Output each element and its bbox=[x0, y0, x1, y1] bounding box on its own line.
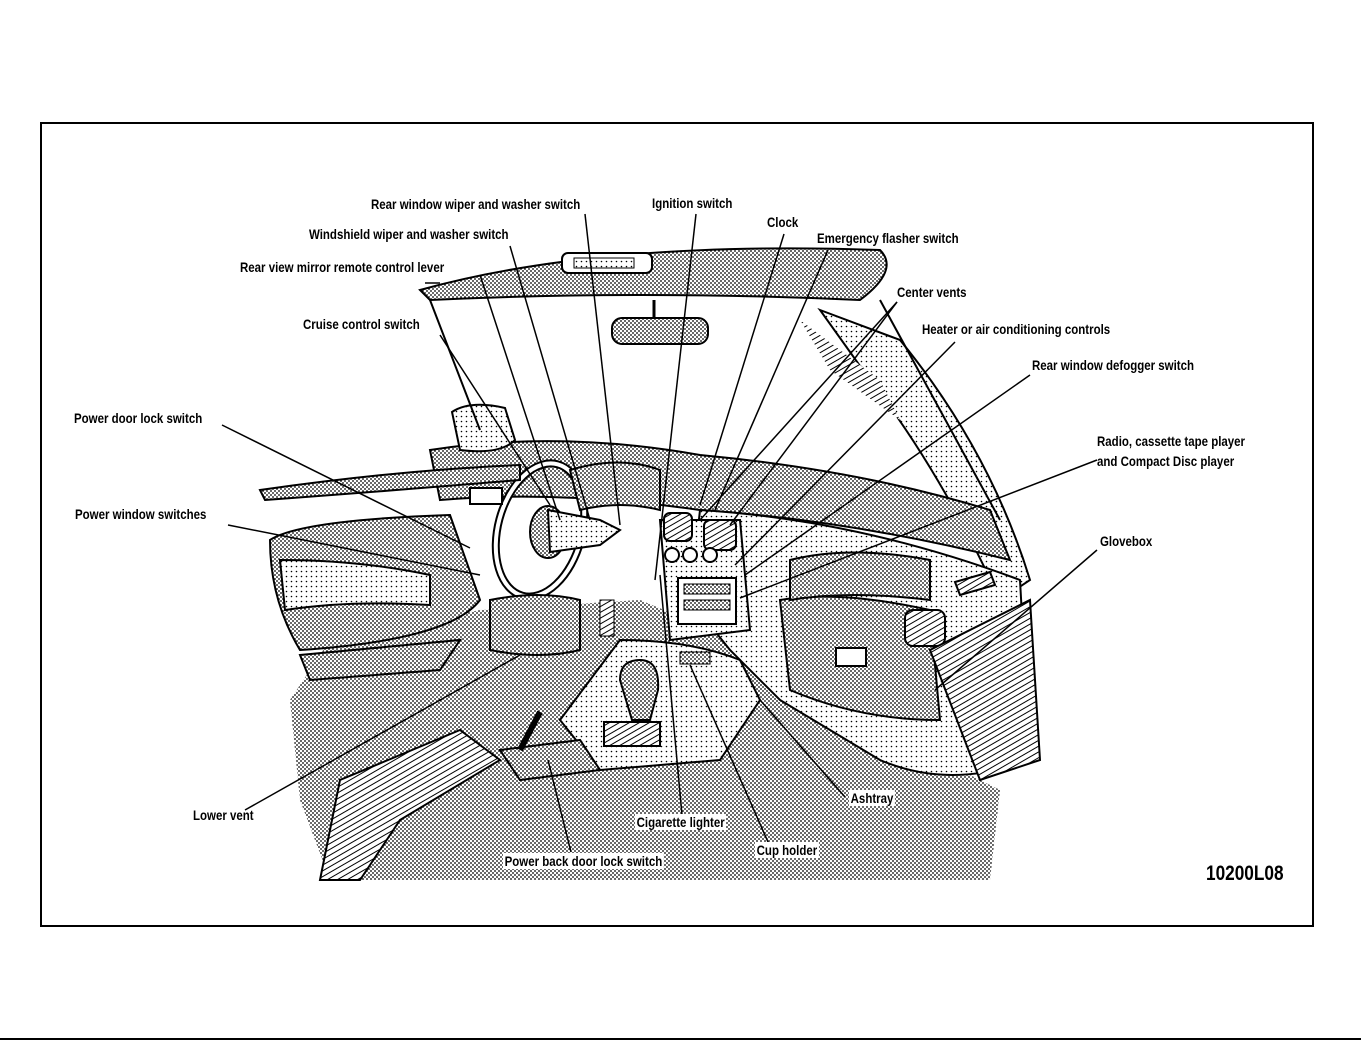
label-radio-line2: and Compact Disc player bbox=[1097, 453, 1235, 469]
figure-frame bbox=[40, 122, 1314, 927]
label-back-door-lock: Power back door lock switch bbox=[503, 853, 664, 869]
label-heater: Heater or air conditioning controls bbox=[922, 321, 1111, 337]
side-vent-right bbox=[904, 609, 946, 647]
center-vent-left bbox=[663, 512, 693, 542]
gear-shift bbox=[618, 658, 660, 721]
door-handle bbox=[469, 487, 503, 505]
label-defogger: Rear window defogger switch bbox=[1032, 357, 1195, 373]
label-mirror-lever: Rear view mirror remote control lever bbox=[240, 259, 445, 275]
label-clock: Clock bbox=[767, 214, 799, 230]
label-door-lock: Power door lock switch bbox=[74, 410, 203, 426]
label-radio-line1: Radio, cassette tape player bbox=[1097, 433, 1246, 449]
figure-code: 10200L08 bbox=[1206, 862, 1284, 885]
seat-edge bbox=[318, 728, 502, 881]
label-ignition: Ignition switch bbox=[652, 195, 733, 211]
label-ashtray: Ashtray bbox=[849, 790, 896, 806]
right-kick-panel bbox=[928, 598, 1042, 782]
label-glovebox: Glovebox bbox=[1100, 533, 1153, 549]
label-flasher: Emergency flasher switch bbox=[817, 230, 959, 246]
side-mirror-left bbox=[450, 403, 517, 453]
label-lower-vent: Lower vent bbox=[193, 807, 254, 823]
label-cig-lighter: Cigarette lighter bbox=[635, 814, 727, 830]
page-bottom-rule bbox=[0, 1038, 1361, 1040]
label-rear-wiper: Rear window wiper and washer switch bbox=[371, 196, 581, 212]
cup-holder-slot bbox=[679, 651, 711, 665]
label-cruise: Cruise control switch bbox=[303, 316, 420, 332]
leader-lines bbox=[221, 213, 1098, 853]
label-cup-holder: Cup holder bbox=[755, 842, 819, 858]
label-windshield-wiper: Windshield wiper and washer switch bbox=[309, 226, 509, 242]
label-center-vents: Center vents bbox=[897, 284, 967, 300]
center-vent-right bbox=[703, 519, 737, 551]
label-power-window: Power window switches bbox=[75, 506, 207, 522]
